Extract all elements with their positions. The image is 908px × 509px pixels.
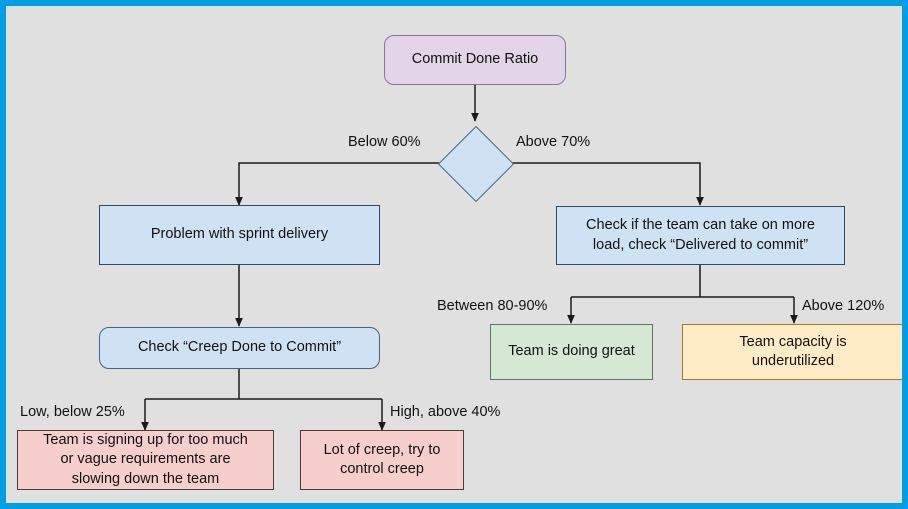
edge-label-high-above-40: High, above 40% (390, 404, 501, 420)
node-team-doing-great[interactable]: Team is doing great (490, 324, 653, 380)
edge-decision-to-problem (235, 162, 439, 206)
node-lot-of-creep-label: Lot of creep, try to control creep (323, 441, 441, 477)
node-team-capacity-underutilized-label: Team capacity is underutilized (739, 333, 847, 369)
node-check-creep-done-to-commit-label: Check “Creep Done to Commit” (137, 339, 342, 356)
node-check-creep-done-to-commit[interactable]: Check “Creep Done to Commit” (99, 327, 380, 369)
node-problem-sprint-delivery-label: Problem with sprint delivery (150, 226, 329, 243)
edge-label-above-70: Above 70% (516, 134, 591, 150)
node-lot-of-creep[interactable]: Lot of creep, try to control creep (300, 430, 464, 490)
node-team-doing-great-label: Team is doing great (508, 343, 635, 360)
node-team-signing-up-too-much[interactable]: Team is signing up for too much or vague… (17, 430, 274, 490)
edge-label-low-below-25: Low, below 25% (20, 404, 125, 420)
node-commit-done-ratio-label: Commit Done Ratio (411, 51, 539, 68)
node-team-capacity-underutilized[interactable]: Team capacity is underutilized (682, 324, 902, 380)
node-commit-done-ratio[interactable]: Commit Done Ratio (384, 35, 566, 85)
edge-label-below-60: Below 60% (348, 134, 421, 150)
edge-label-above-120: Above 120% (802, 298, 885, 314)
node-problem-sprint-delivery[interactable]: Problem with sprint delivery (99, 205, 380, 265)
edge-decision-to-capacity (511, 162, 704, 206)
connector-layer (141, 85, 798, 431)
node-team-signing-up-too-much-label: Team is signing up for too much or vague… (43, 432, 248, 487)
node-check-team-capacity[interactable]: Check if the team can take on more load,… (556, 206, 845, 265)
node-check-team-capacity-label: Check if the team can take on more load,… (586, 217, 815, 253)
edge-label-between-80-90: Between 80-90% (437, 298, 548, 314)
